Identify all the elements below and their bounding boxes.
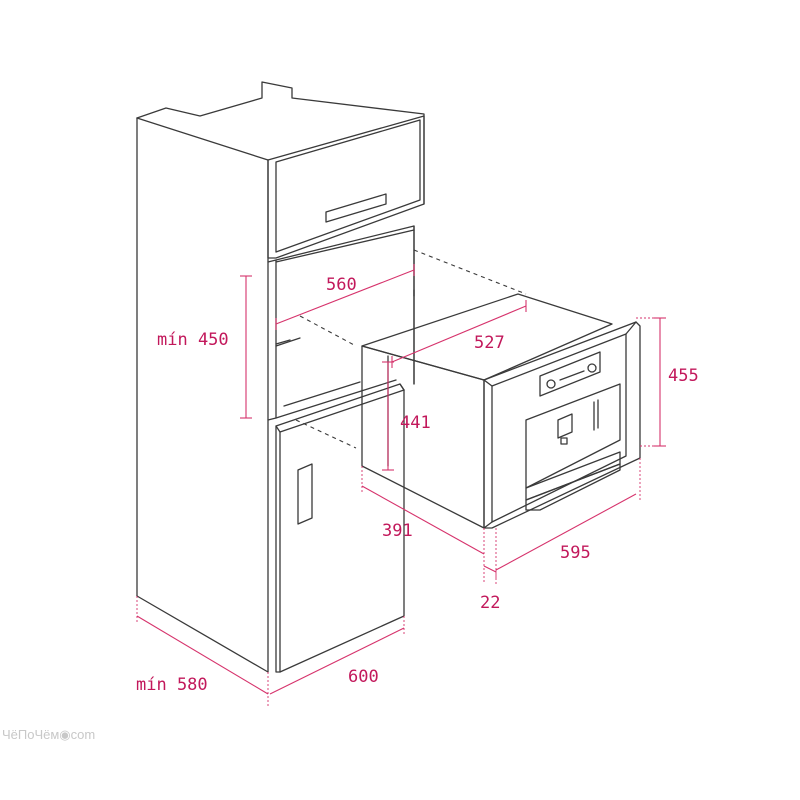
label-oven-depth: 527 xyxy=(474,333,505,353)
label-oven-depth-front: 391 xyxy=(382,521,413,541)
label-frame-offset: 22 xyxy=(480,593,500,613)
label-oven-height: 455 xyxy=(668,366,699,386)
label-cabinet-depth-min: mín 580 xyxy=(136,675,208,695)
drawer-handle xyxy=(325,193,387,223)
label-cabinet-width: 600 xyxy=(348,667,379,687)
watermark: ЧёПоЧём◉com xyxy=(2,727,96,742)
coffee-spout xyxy=(557,413,573,439)
control-panel xyxy=(539,351,601,397)
label-cavity-height-min: mín 450 xyxy=(157,330,229,350)
projection-lines xyxy=(295,249,527,449)
left-knob-icon xyxy=(546,379,556,389)
coffee-machine xyxy=(361,293,641,529)
cavity xyxy=(267,225,415,421)
upper-drawer xyxy=(267,115,425,259)
dimension-lines xyxy=(136,264,666,706)
door-handle xyxy=(297,463,313,525)
label-cavity-width: 560 xyxy=(326,275,357,295)
label-oven-inner-height: 441 xyxy=(400,413,431,433)
label-oven-width: 595 xyxy=(560,543,591,563)
right-knob-icon xyxy=(587,363,597,373)
